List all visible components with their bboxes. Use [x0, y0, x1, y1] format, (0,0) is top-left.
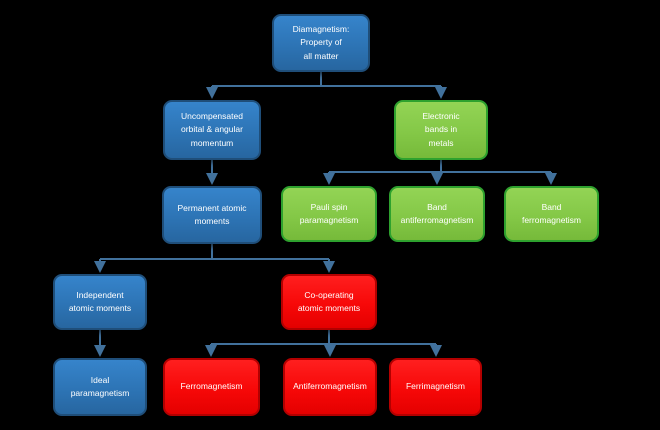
node-label: Independent atomic moments — [68, 289, 132, 313]
node-uncompensated-momentum: Uncompensated orbital & angular momentum — [163, 100, 261, 160]
node-ideal-paramagnetism: Ideal paramagnetism — [53, 358, 147, 416]
node-label: Ideal paramagnetism — [70, 374, 130, 398]
node-label: Co-operating atomic moments — [297, 289, 361, 313]
node-label: Diamagnetism: Property of all matter — [292, 24, 350, 61]
node-permanent-atomic-moments: Permanent atomic moments — [162, 186, 262, 244]
node-diamagnetism: Diamagnetism: Property of all matter — [272, 14, 370, 72]
node-independent-atomic-moments: Independent atomic moments — [53, 274, 147, 330]
node-label: Pauli spin paramagnetism — [299, 201, 359, 225]
node-antiferromagnetism: Antiferromagnetism — [283, 358, 377, 416]
node-label: Uncompensated orbital & angular momentum — [181, 111, 243, 148]
node-label: Permanent atomic moments — [177, 202, 247, 226]
node-label: Band antiferromagnetism — [400, 201, 474, 225]
node-band-ferromagnetism: Band ferromagnetism — [504, 186, 599, 242]
node-ferromagnetism: Ferromagnetism — [163, 358, 260, 416]
node-electronic-bands: Electronic bands in metals — [394, 100, 488, 160]
node-label: Ferrimagnetism — [405, 381, 466, 392]
node-pauli-spin-paramagnetism: Pauli spin paramagnetism — [281, 186, 377, 242]
node-label: Electronic bands in metals — [422, 111, 460, 148]
node-band-antiferromagnetism: Band antiferromagnetism — [389, 186, 485, 242]
node-cooperating-atomic-moments: Co-operating atomic moments — [281, 274, 377, 330]
node-ferrimagnetism: Ferrimagnetism — [389, 358, 482, 416]
node-label: Band ferromagnetism — [521, 201, 582, 225]
node-label: Ferromagnetism — [180, 381, 243, 392]
node-label: Antiferromagnetism — [293, 381, 367, 392]
